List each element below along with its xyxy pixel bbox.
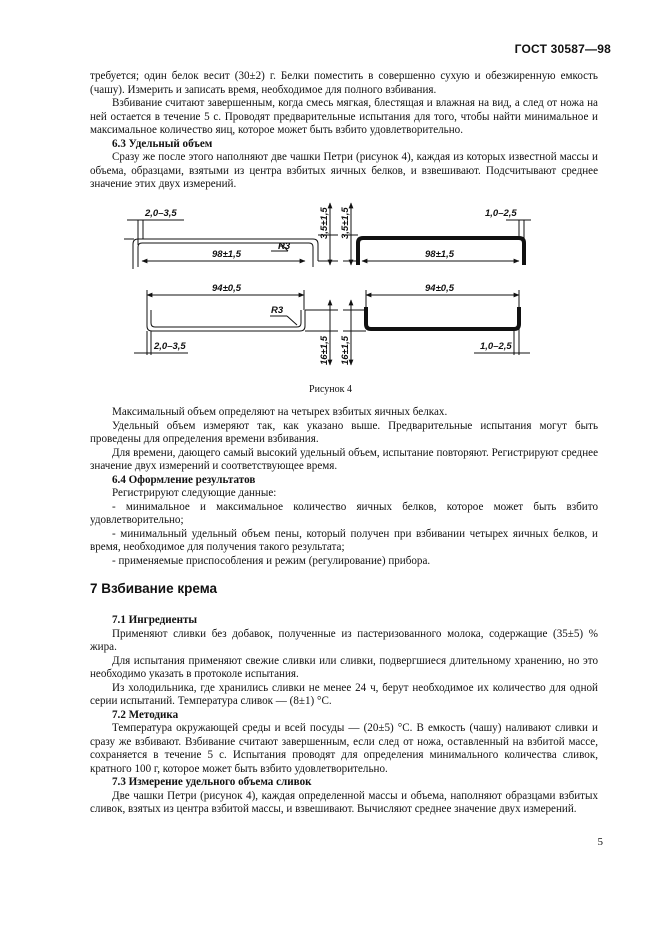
paragraph: Сразу же после этого наполняют две чашки… xyxy=(90,151,598,190)
dim-width-top-right: 98±1,5 xyxy=(425,249,455,260)
dim-height-bottom-right: 16±1,5 xyxy=(340,335,351,365)
text-block-middle: Максимальный объем определяют на четырех… xyxy=(90,406,598,568)
paragraph: Максимальный объем определяют на четырех… xyxy=(112,406,448,418)
dim-width-top-left: 98±1,5 xyxy=(212,249,242,260)
paragraph: Две чашки Петри (рисунок 4), каждая опре… xyxy=(90,789,598,816)
section-heading-7-1: 7.1 Ингредиенты xyxy=(112,614,198,626)
dish-right-outline xyxy=(364,307,521,331)
section-heading-7: 7 Взбивание крема xyxy=(90,581,218,596)
section-heading-7-2: 7.2 Методика xyxy=(112,708,179,721)
dim-radius-bottom: R3 xyxy=(271,305,284,316)
dim-height-top-left: 3,5±1,5 xyxy=(319,207,330,239)
list-item: - минимальный удельный объем пены, котор… xyxy=(90,527,598,554)
figure-petri-dishes: 2,0–3,5 1,0–2,5 98±1,5 98±1,5 R3 94±0,5 … xyxy=(124,202,531,366)
paragraph: Регистрируют следующие данные: xyxy=(112,487,277,499)
dim-wall-bottom-right: 1,0–2,5 xyxy=(480,341,512,352)
lid-right-outline xyxy=(356,236,526,265)
list-item: - минимальное и максимальное количество … xyxy=(90,500,598,527)
page-number: 5 xyxy=(597,836,604,848)
paragraph: Взбивание считают завершенным, когда сме… xyxy=(90,97,598,136)
dim-height-bottom-left: 16±1,5 xyxy=(319,335,330,365)
paragraph: Для испытания применяют свежие сливки ил… xyxy=(90,654,598,681)
paragraph: требуется; один белок весит (30±2) г. Бе… xyxy=(90,70,598,96)
standard-header: ГОСТ 30587—98 xyxy=(514,42,611,56)
paragraph: Из холодильника, где хранились сливки не… xyxy=(90,681,598,708)
section-heading-7-3: 7.3 Измерение удельного объема сливок xyxy=(112,776,312,788)
dim-width-bottom-right: 94±0,5 xyxy=(425,283,455,294)
section-heading-6-3: 6.3 Удельный объем xyxy=(112,137,213,150)
dim-wall-bottom-left: 2,0–3,5 xyxy=(153,341,186,352)
dim-radius-top: R3 xyxy=(278,241,291,252)
text-block-section7: 7.1 Ингредиенты Применяют сливки без доб… xyxy=(90,614,598,817)
text-block-top: требуется; один белок весит (30±2) г. Бе… xyxy=(90,70,598,192)
paragraph: Температура окружающей среды и всей посу… xyxy=(90,722,598,775)
list-item: - применяемые приспособления и режим (ре… xyxy=(112,554,431,567)
figure-caption: Рисунок 4 xyxy=(309,384,352,395)
dim-wall-top-left: 2,0–3,5 xyxy=(144,208,177,219)
paragraph: Для времени, дающего самый высокий удель… xyxy=(90,446,598,473)
paragraph: Удельный объем измеряют так, как указано… xyxy=(90,419,598,446)
dish-left-outline xyxy=(146,310,306,332)
section-heading-6-4: 6.4 Оформление результатов xyxy=(112,473,256,486)
paragraph: Применяют сливки без добавок, полученные… xyxy=(90,627,598,654)
dim-height-top-right: 3,5±1,5 xyxy=(340,207,351,239)
dim-wall-top-right: 1,0–2,5 xyxy=(485,208,517,219)
dim-width-bottom-left: 94±0,5 xyxy=(212,283,242,294)
